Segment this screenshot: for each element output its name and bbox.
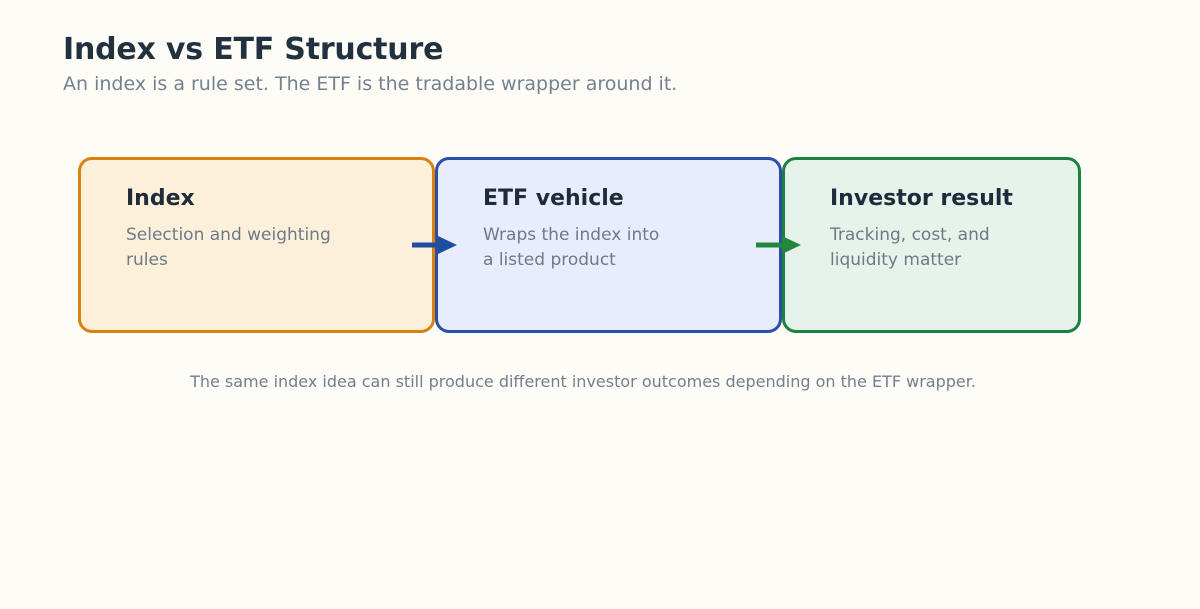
flow-card-title: ETF vehicle — [483, 186, 624, 211]
flow-card-description: Selection and weighting rules — [126, 225, 331, 271]
process-flow: Index Selection and weighting rules ETF … — [78, 157, 1088, 333]
flow-card-title: Index — [126, 186, 195, 211]
page-subtitle: An index is a rule set. The ETF is the t… — [63, 72, 678, 95]
page-title: Index vs ETF Structure — [63, 32, 444, 67]
flow-card-index[interactable]: Index Selection and weighting rules — [78, 157, 435, 333]
flow-card-description: Tracking, cost, and liquidity matter — [830, 225, 990, 271]
flow-card-investor-result[interactable]: Investor result Tracking, cost, and liqu… — [782, 157, 1081, 333]
arrow-right-icon — [756, 234, 802, 256]
header: Index vs ETF Structure An index is a rul… — [63, 33, 1143, 96]
flow-card-title: Investor result — [830, 186, 1013, 211]
arrow-right-icon — [412, 234, 458, 256]
footer-note: The same index idea can still produce di… — [190, 372, 976, 391]
flow-card-description: Wraps the index into a listed product — [483, 225, 660, 271]
flow-card-etf-vehicle[interactable]: ETF vehicle Wraps the index into a liste… — [435, 157, 782, 333]
